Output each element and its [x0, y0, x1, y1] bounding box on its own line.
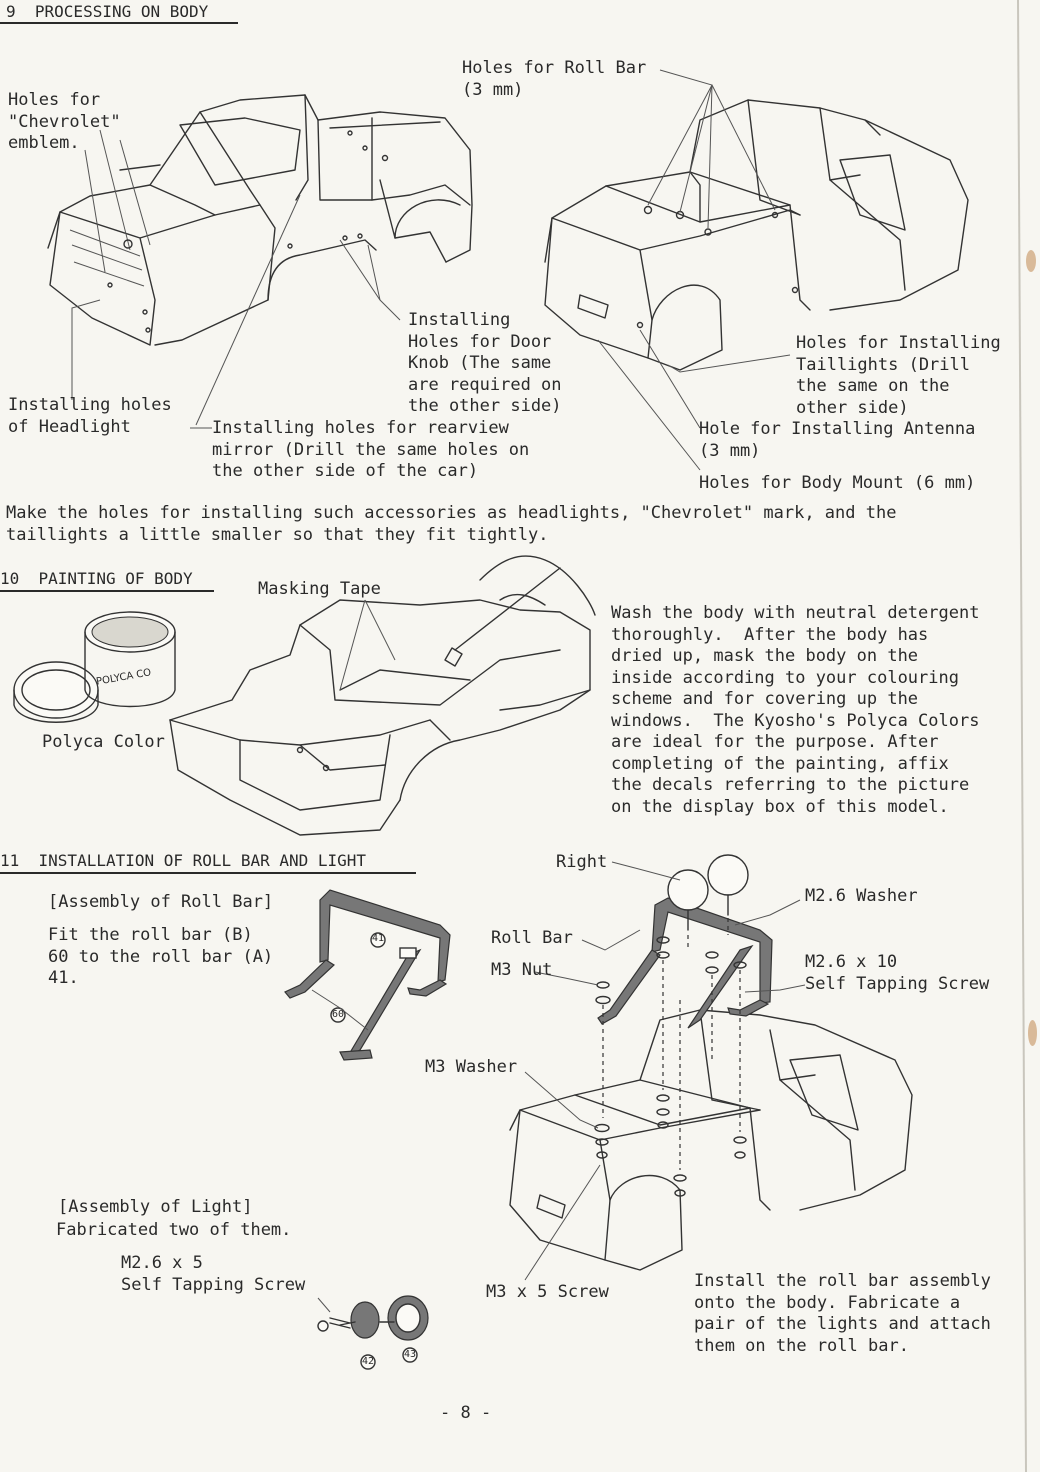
label-m3-washer: M3 Washer — [425, 1057, 518, 1077]
label-door-knob-holes: Installing Holes for Door Knob (The same… — [408, 310, 562, 416]
painting-body-drawing — [169, 555, 596, 836]
section-10-underline — [0, 590, 214, 592]
part-number-43: 43 — [404, 1349, 417, 1360]
label-polyca-color: Polyca Color — [42, 732, 165, 754]
paper-stain — [1028, 1020, 1037, 1046]
label-roll-bar-holes: Holes for Roll Bar (3 mm) — [462, 58, 647, 100]
part-number-41: 41 — [372, 933, 385, 944]
label-m3-nut: M3 Nut — [491, 960, 553, 980]
section-11-underline — [0, 872, 416, 874]
section-10-heading: 10 PAINTING OF BODY — [0, 569, 193, 588]
light-assembly-drawing — [317, 1295, 429, 1370]
label-m26-washer: M2.6 Washer — [805, 886, 918, 906]
paper-stain — [1026, 250, 1036, 272]
label-m26x5-screw: M2.6 x 5 Self Tapping Screw — [121, 1253, 306, 1295]
label-body-mount-holes: Holes for Body Mount (6 mm) — [699, 473, 976, 493]
section-10-description: Wash the body with neutral detergent tho… — [611, 603, 980, 817]
roll-bar-assembly-drawing — [284, 889, 451, 1061]
truck-body-front-view-drawing — [47, 94, 473, 429]
polyca-color-jar-drawing — [13, 611, 176, 723]
label-taillight-holes: Holes for Installing Taillights (Drill t… — [796, 333, 1001, 418]
label-roll-bar: Roll Bar — [491, 928, 573, 948]
light-assembly-text: Fabricated two of them. — [56, 1220, 292, 1240]
roll-bar-assembly-title: [Assembly of Roll Bar] — [48, 892, 274, 912]
part-number-60: 60 — [332, 1009, 345, 1020]
section-11-heading: 11 INSTALLATION OF ROLL BAR AND LIGHT — [0, 851, 367, 870]
section-9-heading: 9 PROCESSING ON BODY — [6, 2, 209, 21]
part-number-42: 42 — [362, 1356, 375, 1367]
section-9-underline — [0, 22, 238, 24]
label-headlight-holes: Installing holes of Headlight — [8, 395, 172, 437]
light-assembly-title: [Assembly of Light] — [58, 1197, 253, 1217]
truck-body-rear-view-drawing — [544, 69, 969, 471]
page-number: - 8 - — [440, 1403, 492, 1423]
roll-bar-installation-drawing — [509, 854, 913, 1281]
label-chevrolet-emblem-holes: Holes for "Chevrolet" emblem. — [8, 90, 121, 153]
label-mirror-holes: Installing holes for rearview mirror (Dr… — [212, 418, 530, 481]
roll-bar-assembly-text: Fit the roll bar (B) 60 to the roll bar … — [48, 925, 274, 988]
label-masking-tape: Masking Tape — [258, 579, 381, 599]
label-antenna-hole: Hole for Installing Antenna (3 mm) — [699, 419, 976, 461]
label-m3x5-screw: M3 x 5 Screw — [486, 1282, 609, 1302]
section-9-note: Make the holes for installing such acces… — [6, 503, 897, 545]
section-11-install-text: Install the roll bar assembly onto the b… — [694, 1271, 991, 1356]
label-m26x10-screw: M2.6 x 10 Self Tapping Screw — [805, 952, 990, 994]
label-right-light: Right — [556, 852, 608, 872]
